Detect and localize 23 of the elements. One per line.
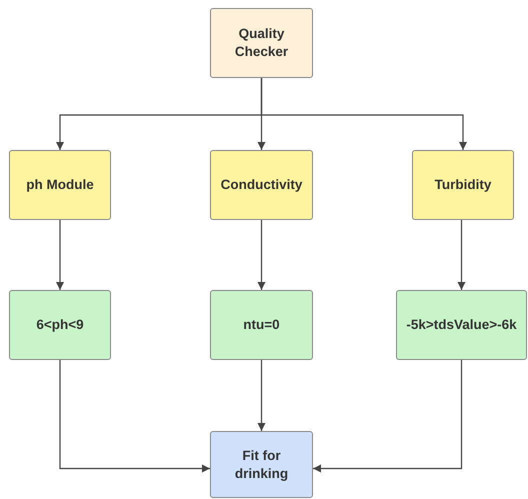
process-box [9, 150, 111, 220]
process-box [210, 150, 313, 220]
box-label: ph Module [26, 176, 94, 194]
arrow [260, 78, 467, 150]
box-label: Quality Checker [234, 25, 290, 61]
box-label: Conductivity [220, 176, 302, 194]
box-label: -5k>tdsValue>-6k [406, 316, 517, 334]
arrow [59, 360, 210, 472]
box-label: ntu=0 [243, 316, 280, 334]
process-box [210, 8, 313, 78]
arrow [458, 220, 466, 290]
box-label: 6<ph<9 [36, 316, 84, 334]
arrow [313, 360, 462, 472]
process-box [9, 290, 111, 360]
arrow [56, 220, 64, 290]
process-box [210, 290, 313, 360]
box-label: Fit for drinking [234, 446, 290, 482]
process-box [396, 290, 527, 360]
arrow [258, 220, 266, 290]
process-box [412, 150, 514, 220]
box-label: Turbidity [434, 176, 492, 194]
process-box [210, 431, 313, 498]
arrow [258, 360, 266, 431]
